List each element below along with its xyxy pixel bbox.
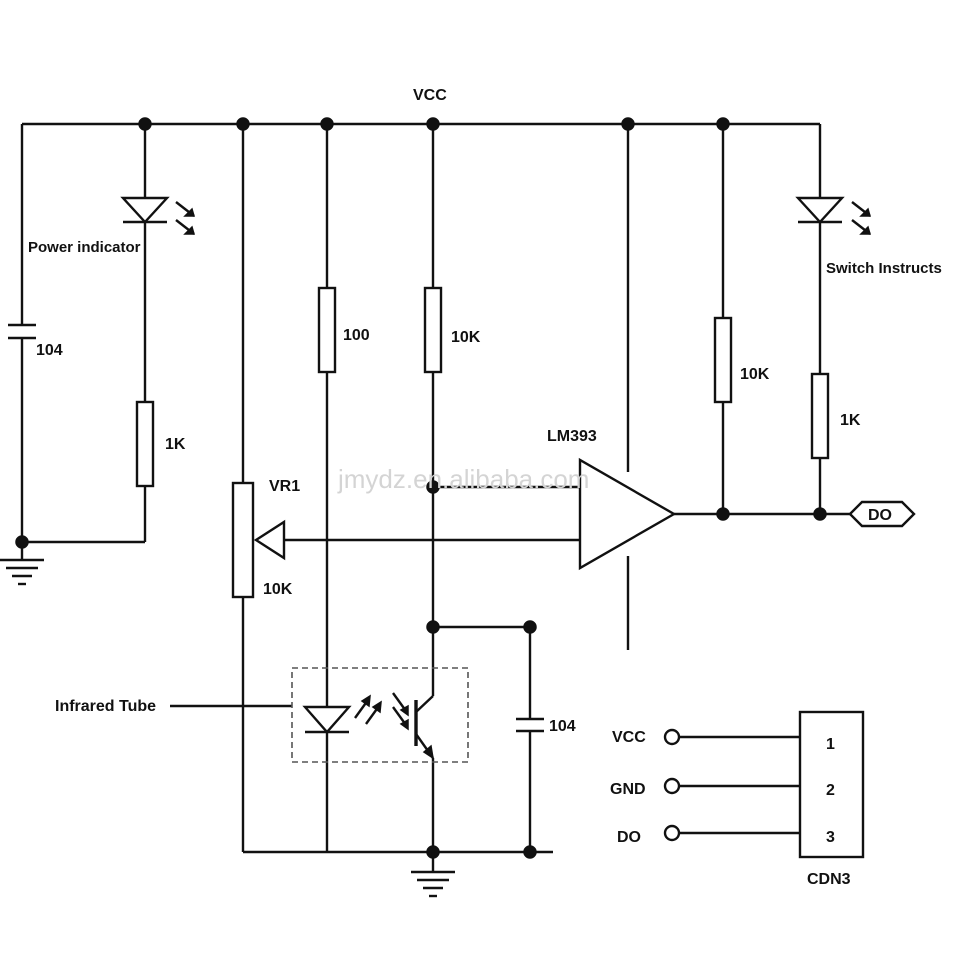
ground-bottom-icon xyxy=(411,852,455,898)
r-100-label: 100 xyxy=(343,327,370,344)
capacitor-bottom xyxy=(516,717,544,733)
pin-name-gnd: GND xyxy=(610,781,646,798)
infrared-tube-box xyxy=(291,667,469,763)
wires xyxy=(20,122,850,854)
switch-led-icon xyxy=(795,196,871,235)
pin-number-3: 3 xyxy=(826,829,835,846)
do-output-label: DO xyxy=(868,507,892,524)
cap-bottom-label: 104 xyxy=(549,718,576,735)
lm393-label: LM393 xyxy=(547,428,597,445)
potentiometer-vr1 xyxy=(231,481,255,599)
r-switch-led-label: 1K xyxy=(840,412,861,429)
r-10k-middle-label: 10K xyxy=(451,329,481,346)
vr1-value-label: 10K xyxy=(263,581,293,598)
pin-name-vcc: VCC xyxy=(612,729,646,746)
vcc-label: VCC xyxy=(413,87,447,104)
power-led-icon xyxy=(120,196,195,235)
cap-left-label: 104 xyxy=(36,342,63,359)
wiper-arrow-icon xyxy=(253,519,286,561)
connector-cdn3 xyxy=(798,710,865,859)
phototransistor-icon xyxy=(392,692,435,760)
r-power-led-label: 1K xyxy=(165,436,186,453)
pin-number-2: 2 xyxy=(826,782,835,799)
junction-dots xyxy=(15,117,827,859)
pin-terminal-vcc-icon xyxy=(663,728,681,746)
power-indicator-label: Power indicator xyxy=(28,239,141,256)
pin-number-1: 1 xyxy=(826,736,835,753)
connector-name-label: CDN3 xyxy=(807,871,851,888)
do-output-tag xyxy=(848,500,916,528)
resistor-100 xyxy=(317,286,337,374)
comparator-lm393 xyxy=(578,457,677,571)
pin-name-do: DO xyxy=(617,829,641,846)
resistor-10k-middle xyxy=(423,286,443,374)
infrared-tube-label: Infrared Tube xyxy=(55,698,156,715)
pin-terminal-gnd-icon xyxy=(663,777,681,795)
capacitor-left xyxy=(8,323,36,340)
switch-instructs-label: Switch Instructs xyxy=(826,260,942,277)
r-10k-right-label: 10K xyxy=(740,366,770,383)
vr1-label: VR1 xyxy=(269,478,300,495)
resistor-power-led xyxy=(135,400,155,488)
ground-left-icon xyxy=(0,542,44,586)
resistor-10k-right xyxy=(713,316,733,404)
ir-emitter-led-icon xyxy=(302,694,382,734)
resistor-switch-led xyxy=(810,372,830,460)
watermark: jmydz.en.alibaba.com xyxy=(337,464,589,494)
pin-terminal-do-icon xyxy=(663,824,681,842)
